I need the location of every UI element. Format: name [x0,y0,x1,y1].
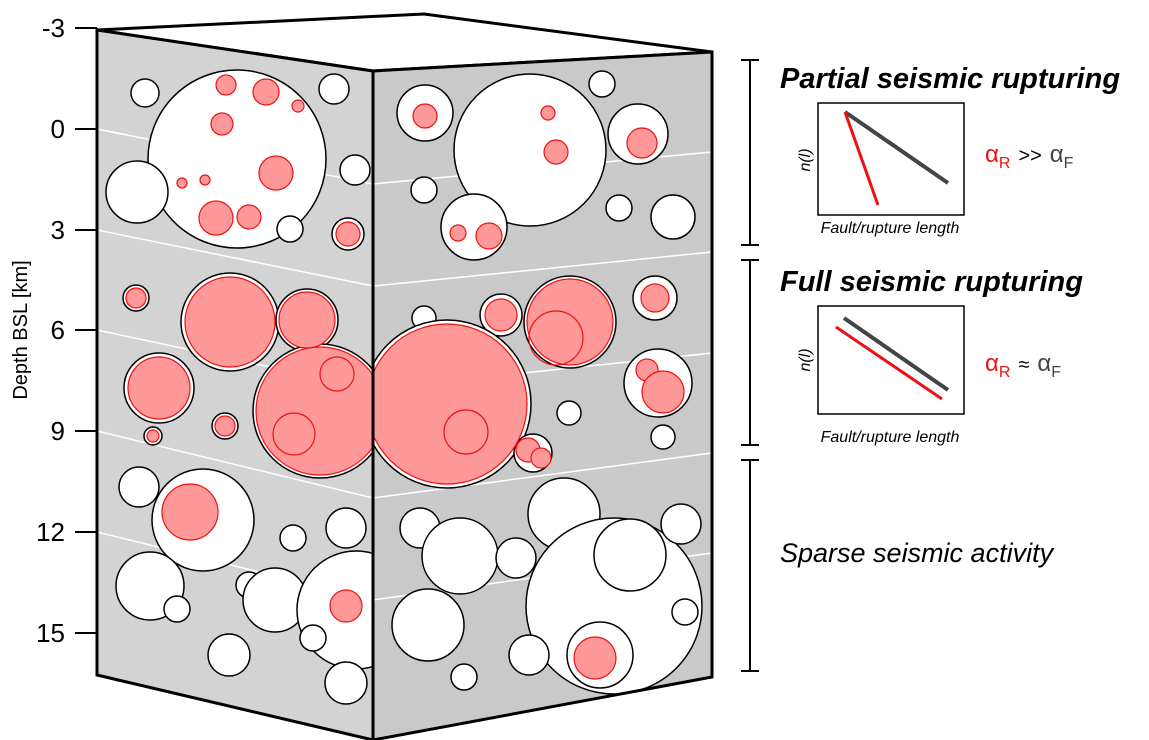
depth-tick-label: 0 [51,114,65,144]
rupture-bubble [318,73,350,105]
rupture-bubble [276,215,304,243]
rupture-bubble [391,588,465,662]
rupture-patch [540,105,556,121]
rupture-patch [449,224,467,242]
inset-plot-partial: n(l) Fault/rupture length [797,102,965,237]
rupture-patch [640,283,670,313]
rupture-patch [528,310,584,366]
rupture-patch [214,415,236,437]
rupture-patch [626,127,658,159]
rupture-patch [127,356,191,420]
rupture-bubble [556,400,582,426]
rupture-patch [210,112,234,136]
zone-title: Full seismic rupturing [780,266,1083,298]
rupture-bubble [410,176,438,204]
rupture-bubble [325,507,367,549]
rupture-bubble [163,595,191,623]
depth-axis-title: Depth BSL [km] [10,260,32,399]
crust-block [95,12,714,740]
rupture-bubble [339,154,371,186]
rupture-bubble [650,424,676,450]
rupture-bubble [605,194,633,222]
rupture-patch [329,589,363,623]
rupture-bubble [453,73,607,227]
fault-length-line [842,316,950,392]
rupture-bubble [495,537,537,579]
rupture-patch [252,78,280,106]
rupture-bubble [421,517,499,595]
rupture-bubble [279,524,307,552]
rupture-patch [641,370,685,414]
zone-title: Partial seismic rupturing [780,63,1120,95]
inset-plot-full: n(l) Fault/rupture length [797,305,965,446]
rupture-bubble [324,661,368,705]
zone-title: Sparse seismic activity [780,538,1055,568]
rupture-bubble [671,598,699,626]
rupture-length-line [843,111,880,206]
rupture-bubble [130,78,160,108]
rupture-patch [125,287,147,309]
depth-tick-label: 3 [51,215,65,245]
rupture-bubble [588,70,616,98]
rupture-bubble [593,518,667,592]
rupture-patch [176,177,188,189]
zone-sparse-activity: Sparse seismic activity [780,538,1055,568]
rupture-patch [475,222,503,250]
zone-partial-rupturing: Partial seismic rupturing n(l) Fault/rup… [780,63,1120,237]
depth-tick-label: 6 [51,315,65,345]
rupture-patch [484,298,518,332]
rupture-length-line [835,325,943,401]
rupture-bubble [118,466,160,508]
rupture-patch [272,412,316,456]
rupture-patch [573,636,617,680]
inset-xlabel: Fault/rupture length [821,220,960,237]
zone-brackets [741,59,759,672]
inset-ylabel: n(l) [797,148,814,171]
rupture-bubble [207,633,251,677]
alpha-relation: αR>>αF [985,141,1074,172]
alpha-relation: αR≈αF [985,350,1061,381]
depth-tick-label: 12 [36,517,65,547]
depth-tick-label: -3 [42,13,65,43]
depth-axis: -3 0 3 6 9 12 15 Depth BSL [km] [10,13,98,648]
rupture-bubble [508,634,550,676]
rupture-patch [146,429,160,443]
rupture-patch [412,103,438,129]
rupture-bubble [660,503,702,545]
inset-ylabel: n(l) [797,348,814,371]
depth-tick-label: 9 [51,416,65,446]
rupture-patch [373,323,528,485]
rupture-patch [215,74,237,96]
side-face-bubbles [373,70,703,695]
rupture-patch [199,174,211,186]
rupture-bubble [450,663,478,691]
rupture-patch [255,346,373,476]
rupture-patch [530,447,552,469]
zone-full-rupturing: Full seismic rupturing n(l) Fault/ruptur… [780,266,1083,446]
rupture-patch [198,200,234,236]
rupture-patch [184,276,276,368]
rupture-bubble [299,624,327,652]
rupture-patch [291,99,305,113]
rupture-patch [258,155,294,191]
rupture-patch [278,291,336,349]
front-face-bubbles [105,69,373,705]
rupture-bubble [650,194,696,240]
inset-xlabel: Fault/rupture length [821,429,960,446]
rupture-patch [236,204,262,230]
rupture-patch [543,139,569,165]
rupture-patch [319,356,355,392]
rupture-patch [526,278,614,366]
rupture-patch [335,221,361,247]
rupture-bubble [105,160,169,224]
fault-length-line [843,110,950,185]
rupture-patch [161,483,219,541]
depth-tick-label: 15 [36,618,65,648]
rupture-bubble [147,69,327,249]
rupture-patch [443,409,489,455]
